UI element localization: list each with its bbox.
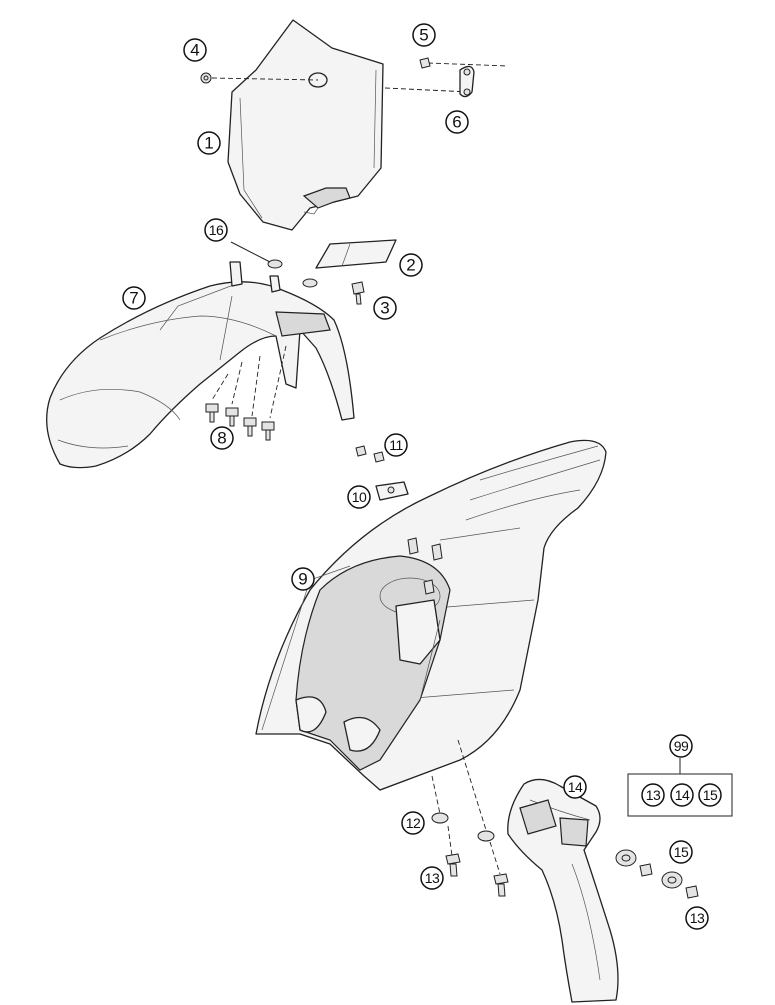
- callout-16: 16: [204, 218, 228, 242]
- kit-item-1-label: 14: [675, 787, 690, 803]
- kit-item-1: 14: [670, 783, 694, 807]
- grommets: [230, 241, 318, 288]
- plate-bracket: [384, 57, 509, 98]
- decal: [315, 239, 397, 269]
- clip-nut: [375, 481, 409, 501]
- callout-12-label: 12: [406, 815, 421, 831]
- callout-10: 10: [347, 485, 371, 509]
- callout-12: 12: [401, 811, 425, 835]
- callout-11: 11: [384, 433, 408, 457]
- callout-6: 6: [445, 110, 469, 134]
- callout-8-label: 8: [217, 429, 226, 448]
- callout-3-label: 3: [380, 299, 389, 318]
- callout-1: 1: [197, 131, 221, 155]
- callout-15: 15: [669, 840, 693, 864]
- rear-fender-hardware: [431, 812, 509, 897]
- small-screws: [355, 445, 385, 463]
- flap-hardware: [615, 849, 699, 899]
- callout-9: 9: [291, 567, 315, 591]
- callout-14: 14: [563, 775, 587, 799]
- callout-99: 99: [669, 734, 693, 758]
- kit-item-0-label: 13: [646, 787, 661, 803]
- kit-box: [627, 758, 733, 817]
- callout-7-label: 7: [129, 289, 138, 308]
- callout-5: 5: [412, 23, 436, 47]
- callout-4: 4: [183, 38, 207, 62]
- callout-2: 2: [399, 253, 423, 277]
- mud-flap: [507, 778, 619, 1003]
- callout-13a: 13: [420, 866, 444, 890]
- callout-11-label: 11: [389, 437, 403, 453]
- callout-5-label: 5: [419, 26, 428, 45]
- callout-9-label: 9: [298, 570, 307, 589]
- kit-item-2-label: 15: [703, 787, 718, 803]
- callout-13b-label: 13: [690, 910, 705, 926]
- callout-2-label: 2: [406, 256, 415, 275]
- callout-13a-label: 13: [425, 870, 440, 886]
- kit-item-2: 15: [698, 783, 722, 807]
- rear-fender: [255, 439, 607, 831]
- kit-item-0: 13: [641, 783, 665, 807]
- callout-99-label: 99: [674, 738, 689, 754]
- callout-13b: 13: [685, 906, 709, 930]
- callout-8: 8: [210, 426, 234, 450]
- callout-1-label: 1: [204, 134, 213, 153]
- callout-15-label: 15: [674, 844, 689, 860]
- callout-16-label: 16: [209, 222, 224, 238]
- callout-4-label: 4: [190, 41, 199, 60]
- callout-7: 7: [122, 286, 146, 310]
- callout-10-label: 10: [352, 489, 367, 505]
- number-plate: [227, 19, 384, 231]
- callout-14-label: 14: [568, 779, 583, 795]
- fender-screw: [351, 281, 365, 305]
- plate-screw: [200, 72, 319, 84]
- fender-bolts: [205, 403, 275, 441]
- front-fender: [46, 261, 355, 469]
- callout-6-label: 6: [452, 113, 461, 132]
- callout-3: 3: [373, 296, 397, 320]
